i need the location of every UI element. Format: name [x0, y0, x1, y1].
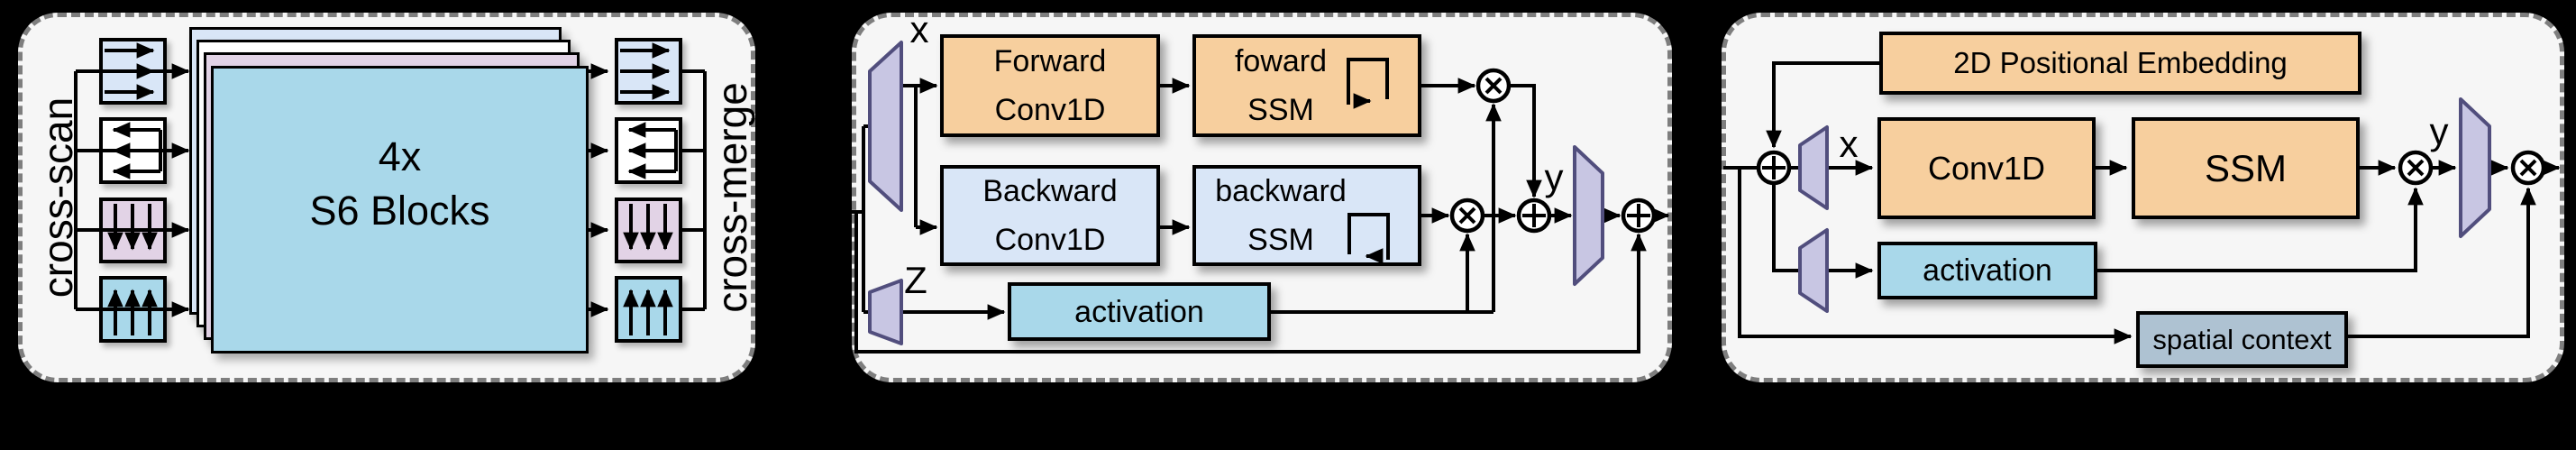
s6-blocks-box	[211, 66, 589, 354]
positional-embedding-box: 2D Positional Embedding	[1879, 32, 2361, 95]
conv1d-label: Conv1D	[1927, 149, 2046, 187]
spatial-context-label: spatial context	[2152, 323, 2332, 355]
forward-ssm-box: foward SSM	[1192, 34, 1421, 137]
ssm-box: SSM	[2132, 117, 2360, 219]
s6-blocks-label-line1: 4x	[378, 133, 422, 179]
backward-conv1d-line1: Backward	[982, 174, 1118, 208]
scan-pattern-down-left	[99, 197, 167, 263]
activation-label-bimamba: activation	[1074, 294, 1204, 329]
forward-ssm-line1: foward	[1234, 44, 1328, 78]
cross-scan-label: cross-scan	[34, 96, 81, 298]
s6-blocks-label-line2: S6 Blocks	[309, 187, 490, 234]
forward-conv1d-box: Forward Conv1D	[940, 34, 1160, 137]
y-label-posembed: y	[2429, 110, 2449, 152]
scan-pattern-left-left	[99, 117, 167, 184]
scan-pattern-up-left	[99, 276, 167, 343]
forward-ssm-line2: SSM	[1247, 93, 1314, 127]
s6-blocks-label: 4x S6 Blocks	[211, 66, 589, 354]
backward-ssm-line1: backward	[1215, 174, 1347, 208]
scan-pattern-right-left	[99, 38, 167, 105]
forward-conv1d-line2: Conv1D	[994, 93, 1106, 127]
cross-merge-label: cross-merge	[708, 82, 755, 313]
x-label-bimamba: x	[909, 8, 929, 51]
backward-conv1d-box: Backward Conv1D	[940, 165, 1160, 266]
scan-pattern-up-right	[615, 276, 682, 343]
conv1d-box: Conv1D	[1877, 117, 2096, 219]
scan-pattern-left-right	[615, 117, 682, 184]
backward-conv1d-line2: Conv1D	[994, 223, 1106, 257]
backward-ssm-line2: SSM	[1247, 223, 1314, 257]
activation-label-posembed: activation	[1923, 253, 2052, 288]
z-label-bimamba: Z	[904, 259, 927, 301]
spatial-context-box: spatial context	[2136, 311, 2348, 368]
scan-pattern-down-right	[615, 197, 682, 263]
scan-pattern-right-right	[615, 38, 682, 105]
activation-box-posembed: activation	[1877, 242, 2097, 299]
positional-embedding-label: 2D Positional Embedding	[1953, 46, 2288, 79]
ssm-label: SSM	[2204, 146, 2287, 189]
forward-conv1d-line1: Forward	[993, 44, 1107, 78]
y-label-bimamba: y	[1544, 156, 1564, 198]
x-label-posembed: x	[1839, 123, 1859, 165]
backward-ssm-box: backward SSM	[1192, 165, 1421, 266]
activation-box-bimamba: activation	[1008, 282, 1271, 341]
